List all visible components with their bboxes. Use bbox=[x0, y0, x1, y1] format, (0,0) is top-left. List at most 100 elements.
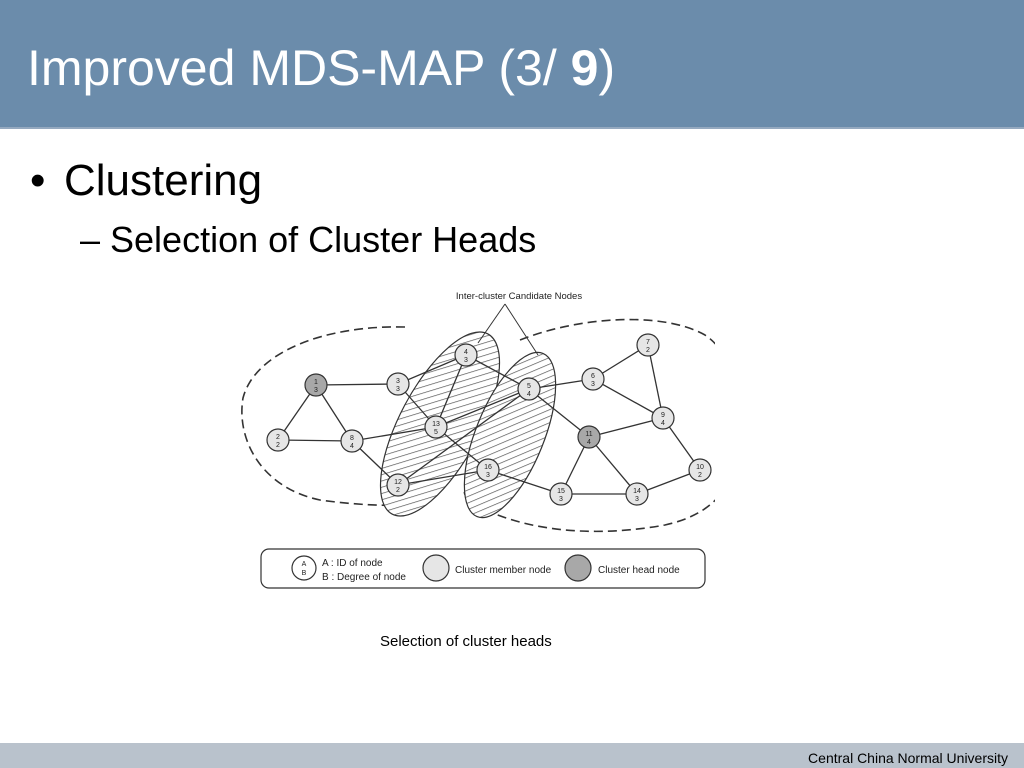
node-degree-label: 3 bbox=[464, 357, 468, 364]
legend-sample-a: A bbox=[302, 561, 307, 568]
node-15: 153 bbox=[549, 482, 573, 506]
edge-4-13 bbox=[435, 354, 467, 428]
node-degree-label: 3 bbox=[486, 472, 490, 479]
node-id-label: 16 bbox=[484, 464, 492, 471]
node-id-label: 11 bbox=[585, 431, 592, 438]
node-7: 72 bbox=[636, 333, 660, 357]
cluster-member-circle bbox=[386, 473, 410, 497]
label-pointer-lines bbox=[477, 303, 539, 356]
right-cluster-boundary bbox=[463, 318, 715, 533]
cluster-member-circle bbox=[651, 406, 675, 430]
edge-8-13 bbox=[351, 426, 437, 442]
edge-11-9 bbox=[588, 417, 664, 438]
node-degree-label: 2 bbox=[646, 347, 650, 354]
edge-12-16 bbox=[397, 469, 489, 486]
legend-frame bbox=[260, 548, 706, 589]
edge-6-9 bbox=[592, 378, 664, 419]
node-id-label: 2 bbox=[276, 434, 280, 441]
node-id-label: 14 bbox=[633, 488, 641, 495]
node-id-label: 4 bbox=[464, 349, 468, 356]
node-14: 143 bbox=[625, 482, 649, 506]
node-id-label: 8 bbox=[350, 435, 354, 442]
legend-head-swatch bbox=[564, 554, 592, 582]
node-12: 122 bbox=[386, 473, 410, 497]
diagram-top-label: Inter-cluster Candidate Nodes bbox=[456, 291, 582, 302]
node-9: 94 bbox=[651, 406, 675, 430]
node-id-label: 12 bbox=[394, 479, 402, 486]
footer-university: Central China Normal University bbox=[808, 750, 1008, 766]
node-degree-label: 4 bbox=[527, 391, 531, 398]
legend-line-b: B : Degree of node bbox=[322, 572, 406, 583]
title-prefix: Improved MDS-MAP (3/ bbox=[27, 40, 571, 96]
node-10: 102 bbox=[688, 458, 712, 482]
node-6: 63 bbox=[581, 367, 605, 391]
node-id-label: 7 bbox=[646, 339, 650, 346]
node-13: 135 bbox=[424, 415, 448, 439]
cluster-member-circle bbox=[581, 367, 605, 391]
edge-13-5 bbox=[435, 388, 530, 428]
edge-1-3 bbox=[315, 383, 399, 386]
left-cluster-boundary bbox=[241, 326, 406, 507]
bullet-marker: • bbox=[30, 156, 46, 205]
node-degree-label: 2 bbox=[276, 442, 280, 449]
cluster-member-circle bbox=[688, 458, 712, 482]
cluster-boundaries bbox=[241, 318, 715, 533]
node-id-label: 5 bbox=[527, 383, 531, 390]
node-4: 43 bbox=[454, 343, 478, 367]
node-16: 163 bbox=[476, 458, 500, 482]
node-degree-label: 2 bbox=[698, 472, 702, 479]
edge-4-5 bbox=[465, 354, 530, 390]
legend-member-label: Cluster member node bbox=[455, 565, 552, 576]
legend-head-label: Cluster head node bbox=[598, 565, 680, 576]
edge-2-8 bbox=[277, 439, 353, 442]
title-bar: Improved MDS-MAP (3/ 9) bbox=[0, 0, 1024, 129]
cluster-member-circle bbox=[340, 429, 364, 453]
edge-7-9 bbox=[647, 344, 664, 419]
cluster-diagram: Inter-cluster Candidate Nodes 1322334354… bbox=[241, 291, 715, 589]
cluster-member-circle bbox=[386, 372, 410, 396]
node-id-label: 6 bbox=[591, 373, 595, 380]
cluster-member-circle bbox=[636, 333, 660, 357]
node-degree-label: 3 bbox=[314, 387, 318, 394]
node-2: 22 bbox=[266, 428, 290, 452]
cluster-member-circle bbox=[625, 482, 649, 506]
figure-caption: Selection of cluster heads bbox=[380, 633, 552, 650]
node-degree-label: 2 bbox=[396, 487, 400, 494]
node-3: 33 bbox=[386, 372, 410, 396]
node-degree-label: 3 bbox=[559, 496, 563, 503]
slide-title: Improved MDS-MAP (3/ 9) bbox=[27, 38, 615, 98]
node-degree-label: 3 bbox=[635, 496, 639, 503]
sub-bullet-selection: – Selection of Cluster Heads bbox=[80, 219, 537, 260]
node-degree-label: 4 bbox=[587, 439, 591, 446]
node-id-label: 1 bbox=[314, 379, 318, 386]
legend-box: A B A : ID of node B : Degree of node Cl… bbox=[260, 548, 706, 589]
bullet-clustering-text: Clustering bbox=[64, 156, 263, 205]
edge-12-5 bbox=[397, 388, 530, 486]
node-degree-label: 5 bbox=[434, 429, 438, 436]
node-degree-label: 4 bbox=[661, 420, 665, 427]
legend-sample-node bbox=[291, 555, 317, 581]
node-id-label: 15 bbox=[557, 488, 565, 495]
bullet-clustering: • Clustering bbox=[30, 155, 262, 207]
edge-11-14 bbox=[588, 436, 638, 495]
cluster-member-circle bbox=[549, 482, 573, 506]
node-degree-label: 4 bbox=[350, 443, 354, 450]
node-id-label: 9 bbox=[661, 412, 665, 419]
cluster-member-circle bbox=[266, 428, 290, 452]
cluster-head-circle bbox=[304, 373, 328, 397]
node-11: 114 bbox=[577, 425, 601, 449]
edge-3-4 bbox=[397, 354, 467, 385]
node-degree-label: 3 bbox=[396, 386, 400, 393]
cluster-member-circle bbox=[424, 415, 448, 439]
node-1: 13 bbox=[304, 373, 328, 397]
cluster-member-circle bbox=[517, 377, 541, 401]
edge-5-11 bbox=[528, 388, 590, 438]
node-id-label: 10 bbox=[696, 464, 704, 471]
edge-15-16 bbox=[487, 469, 562, 495]
node-degree-label: 3 bbox=[591, 381, 595, 388]
title-suffix: ) bbox=[598, 40, 616, 96]
legend-line-a: A : ID of node bbox=[322, 558, 383, 569]
node-id-label: 3 bbox=[396, 378, 400, 385]
legend-member-swatch bbox=[422, 554, 450, 582]
